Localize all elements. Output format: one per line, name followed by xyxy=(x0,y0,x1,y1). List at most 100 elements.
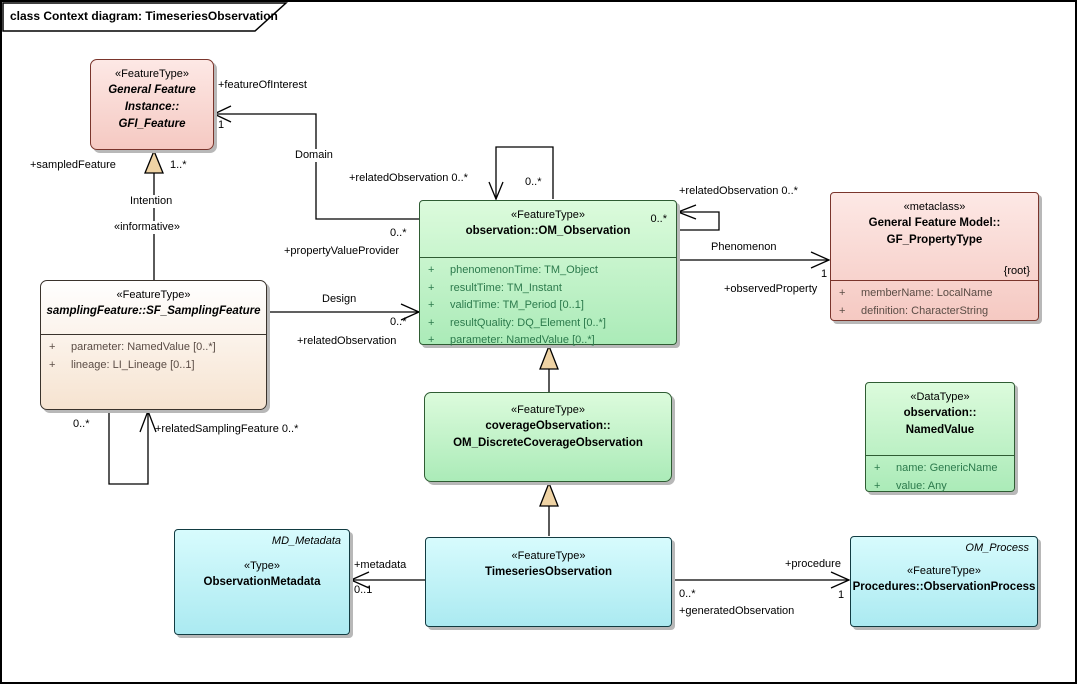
class-name-line: NamedValue xyxy=(905,424,975,436)
attribute-row: + phenomenonTime: TM_Object xyxy=(428,262,670,280)
stereotype: «FeatureType» xyxy=(511,550,586,562)
generalization-dco-to-observation xyxy=(539,344,559,392)
class-sf-samplingfeature: «FeatureType» samplingFeature::SF_Sampli… xyxy=(40,280,267,410)
attribute-compartment: + name: GenericName + value: Any xyxy=(866,455,1014,497)
class-observationprocess: OM_Process «FeatureType» Procedures::Obs… xyxy=(850,536,1038,627)
attribute-row: + parameter: NamedValue [0..*] xyxy=(428,332,670,350)
attribute-visibility: + xyxy=(874,462,881,474)
attribute-row: +lineage: LI_Lineage [0..1] xyxy=(49,357,260,375)
label-related-observation-right: +relatedObservation 0..* xyxy=(679,185,798,197)
attribute-text: name: GenericName xyxy=(896,462,998,474)
class-observationmetadata: MD_Metadata «Type» ObservationMetadata xyxy=(174,529,350,635)
attribute-row: +resultTime: TM_Instant xyxy=(428,280,670,298)
attribute-visibility: + xyxy=(428,264,435,276)
stereotype: «FeatureType» xyxy=(907,565,981,577)
class-name-line: observation:: xyxy=(903,407,977,419)
corner-multiplicity: 0..* xyxy=(650,213,667,225)
open-arrow-icon xyxy=(488,181,504,201)
label-phenomenon: Phenomenon xyxy=(711,241,777,253)
class-name: TimeseriesObservation xyxy=(485,566,612,578)
class-name: Procedures::ObservationProcess xyxy=(852,581,1036,593)
attribute-visibility: + xyxy=(428,334,435,347)
attribute-text: phenomenonTime: TM_Object xyxy=(450,264,598,276)
attribute-compartment: +memberName: LocalName + definition: Char… xyxy=(831,280,1038,322)
attribute-visibility: + xyxy=(428,299,435,312)
class-timeseriesobservation: «FeatureType» TimeseriesObservation xyxy=(425,537,672,627)
stereotype: «DataType» xyxy=(910,391,970,403)
label-sampled-feature-mult: 1..* xyxy=(170,159,187,171)
label-generated-observation: +generatedObservation xyxy=(679,605,795,617)
attribute-row: + resultQuality: DQ_Element [0..*] xyxy=(428,315,670,333)
stereotype: «FeatureType» xyxy=(115,68,189,80)
attribute-row: +parameter: NamedValue [0..*] xyxy=(49,339,260,357)
class-gf-propertytype: «metaclass» General Feature Model:: GF_P… xyxy=(830,192,1039,321)
generalization-tso-to-dco xyxy=(539,481,559,536)
label-informative: «informative» xyxy=(112,221,183,234)
attribute-visibility: + xyxy=(839,304,846,317)
attribute-row: + value: Any xyxy=(874,478,1008,496)
attribute-visibility: + xyxy=(49,341,56,353)
label-procedure: +procedure xyxy=(785,558,841,570)
attribute-text: definition: CharacterString xyxy=(861,304,989,317)
attribute-text: validTime: TM_Period [0..1] xyxy=(450,299,584,312)
attribute-text: memberName: LocalName xyxy=(861,287,993,299)
attribute-row: + name: GenericName xyxy=(874,460,1008,478)
attribute-row: + definition: CharacterString xyxy=(839,303,1032,321)
class-gfi-feature: «FeatureType» General Feature Instance::… xyxy=(90,59,214,150)
class-name-line: OM_DiscreteCoverageObservation xyxy=(453,437,643,449)
procedure-association-line xyxy=(672,571,851,589)
label-feature-of-interest: +featureOfInterest xyxy=(218,79,307,91)
label-metadata-mult: 0..1 xyxy=(354,584,373,596)
related-observation-top-loop xyxy=(488,146,554,201)
label-generated-observation-mult: 0..* xyxy=(679,588,696,600)
root-tag: {root} xyxy=(1003,265,1030,277)
open-arrow-icon xyxy=(349,571,370,589)
attribute-visibility: + xyxy=(874,479,881,492)
attribute-compartment: + phenomenonTime: TM_Object +resultTime: … xyxy=(420,257,676,352)
frame-title-tab xyxy=(2,2,288,32)
label-design: Design xyxy=(320,293,359,306)
attribute-visibility: + xyxy=(49,358,56,371)
attribute-visibility: + xyxy=(428,281,435,294)
stereotype: «metaclass» xyxy=(903,201,966,213)
label-design-mult: 0..* xyxy=(390,316,407,328)
diagram-title: class Context diagram: TimeseriesObserva… xyxy=(10,9,278,23)
class-name: observation::OM_Observation xyxy=(465,225,631,237)
attribute-text: value: Any xyxy=(896,479,947,492)
label-related-observation-top-mult: 0..* xyxy=(525,176,542,188)
class-name-line: Instance:: xyxy=(124,101,180,113)
stereotype: «FeatureType» xyxy=(116,289,191,301)
attribute-visibility: + xyxy=(428,316,435,329)
label-domain: Domain xyxy=(293,149,335,162)
stereotype: «FeatureType» xyxy=(511,209,585,221)
open-arrow-icon xyxy=(676,204,697,220)
open-arrow-icon xyxy=(810,251,831,269)
label-sampling-loop-mult: 0..* xyxy=(73,418,90,430)
class-name-line: coverageObservation:: xyxy=(485,420,611,432)
label-related-observation: +relatedObservation xyxy=(297,335,397,347)
classifier-label: OM_Process xyxy=(965,542,1029,554)
label-sampled-feature: +sampledFeature xyxy=(30,159,116,171)
open-arrow-icon xyxy=(139,409,157,433)
attribute-text: resultQuality: DQ_Element [0..*] xyxy=(450,316,606,329)
class-name-line: General Feature xyxy=(108,84,196,96)
attribute-row: +memberName: LocalName xyxy=(839,285,1032,303)
class-name: samplingFeature::SF_SamplingFeature xyxy=(46,305,261,317)
related-observation-right-loop xyxy=(676,204,720,231)
triangle-arrow-icon xyxy=(539,481,559,507)
attribute-text: parameter: NamedValue [0..*] xyxy=(450,334,595,347)
class-name-line: General Feature Model:: xyxy=(868,217,1001,229)
label-metadata: +metadata xyxy=(354,559,407,571)
class-name: ObservationMetadata xyxy=(203,576,321,588)
class-namedvalue: «DataType» observation:: NamedValue + nam… xyxy=(865,382,1015,492)
stereotype: «Type» xyxy=(243,560,281,572)
class-om-observation: «FeatureType» observation::OM_Observatio… xyxy=(419,200,677,346)
label-related-sampling-feature: +relatedSamplingFeature 0..* xyxy=(155,423,299,435)
label-related-observation-top: +relatedObservation 0..* xyxy=(349,172,468,184)
label-feature-of-interest-mult: 1 xyxy=(218,119,225,131)
class-name-line: GFI_Feature xyxy=(118,118,186,130)
metadata-association-line xyxy=(349,571,425,589)
stereotype: «FeatureType» xyxy=(511,404,585,416)
